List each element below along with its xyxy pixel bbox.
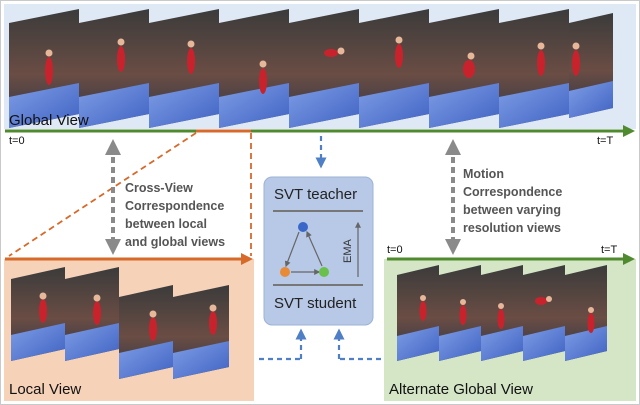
local-projection-lines	[8, 132, 252, 257]
local-view-title: Local View	[9, 381, 82, 398]
global-t-start: t=0	[9, 135, 25, 147]
global-frame	[429, 9, 499, 128]
alternate-global-view-title: Alternate Global View	[389, 381, 533, 398]
global-frame	[289, 9, 359, 128]
alt-t-end: t=T	[601, 244, 618, 256]
global-frame	[79, 9, 149, 128]
local-frame	[173, 285, 229, 379]
cross-view-caption: Cross-View Correspondence between local …	[125, 181, 226, 249]
local-to-svt-arrow	[259, 328, 307, 361]
alternate-frame	[523, 265, 565, 361]
global-t-end: t=T	[597, 135, 614, 147]
alternate-frame	[439, 265, 481, 361]
alternate-frame	[481, 265, 523, 361]
alt-t-start: t=0	[387, 244, 403, 256]
global-view-frames	[9, 9, 613, 128]
svt-box	[263, 176, 374, 326]
global-frame	[569, 13, 613, 118]
local-frame	[65, 267, 119, 361]
global-frame	[149, 9, 219, 128]
global-frame	[499, 9, 569, 128]
local-timeline	[5, 253, 253, 265]
global-view-title: Global View	[9, 112, 89, 129]
student-node-orange	[280, 267, 290, 277]
svt-student-label: SVT student	[274, 295, 357, 312]
global-timeline	[5, 125, 635, 137]
motion-caption: Motion Correspondence between varying re…	[463, 167, 563, 235]
global-frame	[219, 9, 289, 128]
alternate-frame	[397, 265, 439, 361]
alternate-global-timeline	[387, 253, 635, 265]
student-node-green	[319, 267, 329, 277]
teacher-node	[298, 222, 308, 232]
local-frame	[119, 285, 173, 379]
alternate-global-view-frames	[397, 265, 607, 361]
alternate-to-svt-arrow	[333, 328, 381, 361]
local-frame	[11, 267, 65, 361]
global-frame	[9, 9, 79, 128]
svt-teacher-label: SVT teacher	[274, 186, 358, 203]
ema-label: EMA	[342, 239, 354, 264]
local-view-frames	[11, 267, 229, 379]
svt-graph	[280, 221, 361, 277]
global-frame	[359, 9, 429, 128]
alternate-frame	[565, 265, 607, 361]
